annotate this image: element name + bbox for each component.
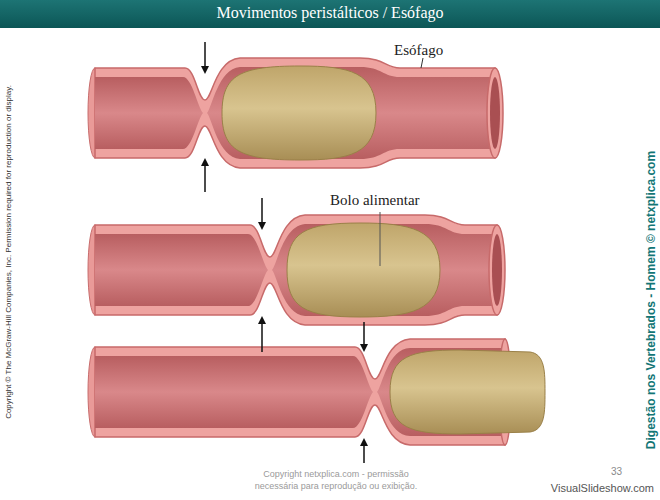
slide-title: Movimentos peristálticos / Esófago <box>0 4 660 22</box>
leader-line <box>380 212 381 266</box>
part-label: Esófago <box>394 42 443 59</box>
slide-number: 33 <box>611 466 622 477</box>
copyright-note: Copyright © The McGraw-Hill Companies, I… <box>4 85 13 419</box>
esophagus-tube <box>88 58 503 168</box>
part-label: Bolo alimentar <box>330 192 420 209</box>
leader-line <box>421 58 423 68</box>
constriction-arrows <box>205 42 364 463</box>
site-watermark: Digestão nos Vertebrados - Homem © netxp… <box>644 151 658 449</box>
site-watermark: VisualSlideshow.com <box>551 482 654 494</box>
esophagus-tube <box>88 215 505 325</box>
esophagus-tube <box>88 339 545 445</box>
copyright-note: Copyright netxplica.com - permissão nece… <box>243 468 429 492</box>
